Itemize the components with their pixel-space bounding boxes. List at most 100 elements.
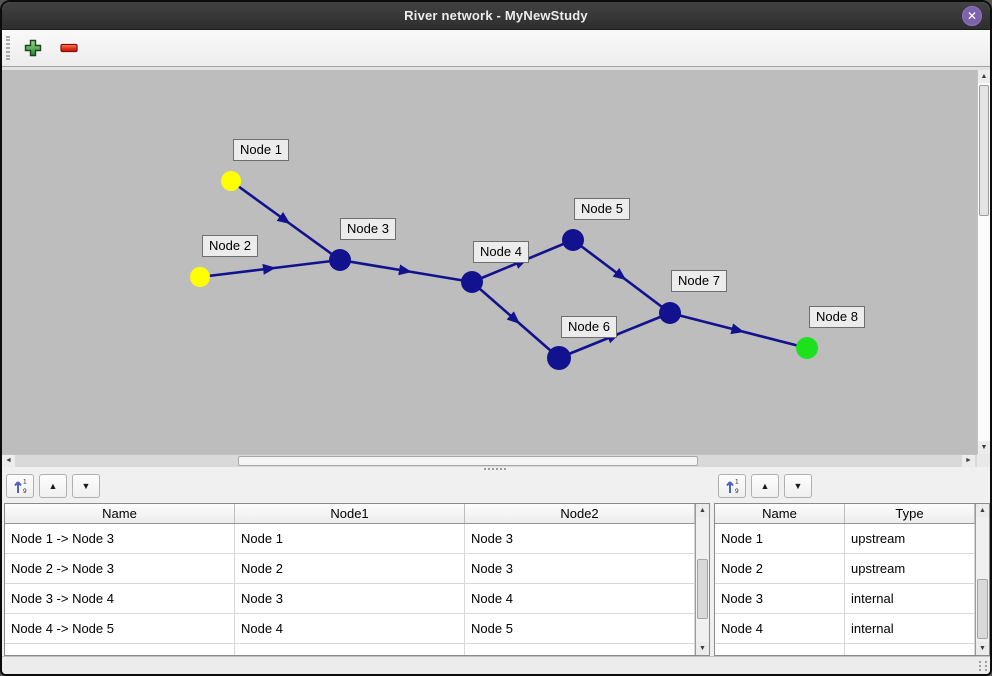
main-toolbar <box>2 30 990 66</box>
close-button[interactable]: ✕ <box>962 6 982 26</box>
remove-node-button[interactable] <box>56 35 82 61</box>
branches-table-scrollbar[interactable]: ▲ ▼ <box>695 504 709 655</box>
canvas-vertical-scrollbar[interactable]: ▲ ▼ <box>977 70 990 454</box>
branches-table-cell[interactable]: Node 3 -> Node 4 <box>5 584 235 613</box>
branches-scrollbar-thumb[interactable] <box>697 559 708 619</box>
node-move-down-button[interactable]: ▼ <box>784 474 812 498</box>
graph-node2[interactable] <box>190 267 210 287</box>
label-node5: Node 5 <box>574 198 630 220</box>
edge-node4-node6[interactable] <box>471 281 560 359</box>
branches-table-cell[interactable] <box>465 644 695 655</box>
scroll-up-arrow-icon[interactable]: ▲ <box>978 70 990 83</box>
horizontal-splitter-handle[interactable] <box>484 468 506 470</box>
branches-table-cell[interactable]: Node 3 <box>235 584 465 613</box>
nodes-table-header-name: Name <box>715 504 845 523</box>
edge-node1-node3[interactable] <box>230 179 341 262</box>
graph-node3[interactable] <box>329 249 351 271</box>
nodes-scrollbar-thumb[interactable] <box>977 579 988 639</box>
graph-node5[interactable] <box>562 229 584 251</box>
branches-table-cell[interactable]: Node 2 <box>235 554 465 583</box>
graph-node1[interactable] <box>221 171 241 191</box>
edge-node7-node8[interactable] <box>669 311 808 350</box>
scroll-down-arrow-icon[interactable]: ▼ <box>696 642 709 655</box>
nodes-table-cell[interactable]: upstream <box>845 524 975 553</box>
branches-table-cell[interactable] <box>235 644 465 655</box>
canvas-vertical-scrollbar-thumb[interactable] <box>979 85 989 216</box>
branch-sort-button[interactable]: 1 9 <box>6 474 34 498</box>
nodes-table-scrollbar[interactable]: ▲ ▼ <box>975 504 989 655</box>
branches-table-cell[interactable]: Node 5 <box>465 614 695 643</box>
branches-table-cell[interactable]: Node 3 <box>465 524 695 553</box>
branches-table-cell[interactable]: Node 1 -> Node 3 <box>5 524 235 553</box>
svg-text:1: 1 <box>735 479 739 486</box>
up-triangle-icon: ▲ <box>48 481 58 491</box>
svg-text:9: 9 <box>23 488 27 494</box>
title-bar[interactable]: River network - MyNewStudy ✕ <box>2 2 990 30</box>
down-triangle-icon: ▼ <box>793 481 803 491</box>
bottom-panel: 1 9 ▲ ▼ 1 9 <box>2 470 990 656</box>
nodes-table-cell[interactable] <box>715 644 845 655</box>
nodes-table-cell[interactable]: internal <box>845 614 975 643</box>
nodes-table-cell[interactable]: Node 4 <box>715 614 845 643</box>
branches-table-cell[interactable]: Node 3 <box>465 554 695 583</box>
branches-table-cell[interactable]: Node 1 <box>235 524 465 553</box>
branch-move-up-button[interactable]: ▲ <box>39 474 67 498</box>
graph-node4[interactable] <box>461 271 483 293</box>
branches-table-cell[interactable] <box>5 644 235 655</box>
red-minus-icon <box>60 43 78 53</box>
scroll-down-arrow-icon[interactable]: ▼ <box>976 642 989 655</box>
scroll-right-arrow-icon[interactable]: ► <box>962 455 975 467</box>
scroll-left-arrow-icon[interactable]: ◄ <box>2 455 15 467</box>
branches-table-cell[interactable]: Node 2 -> Node 3 <box>5 554 235 583</box>
resize-grip[interactable] <box>979 661 987 671</box>
branches-table-cell[interactable]: Node 4 -> Node 5 <box>5 614 235 643</box>
nodes-table-row-partial[interactable] <box>715 644 975 655</box>
branches-table-cell[interactable]: Node 4 <box>465 584 695 613</box>
branches-table-cell[interactable]: Node 4 <box>235 614 465 643</box>
add-node-button[interactable] <box>20 35 46 61</box>
scroll-up-arrow-icon[interactable]: ▲ <box>696 504 709 517</box>
toolbar-separator <box>2 66 990 70</box>
canvas-horizontal-scrollbar-thumb[interactable] <box>238 456 698 466</box>
label-node7: Node 7 <box>671 270 727 292</box>
scroll-down-arrow-icon[interactable]: ▼ <box>978 441 990 454</box>
edge-node2-node3[interactable] <box>199 258 341 279</box>
nodes-table-cell[interactable]: internal <box>845 584 975 613</box>
edge-node3-node4[interactable] <box>339 258 473 284</box>
nodes-table-cell[interactable]: upstream <box>845 554 975 583</box>
label-node1: Node 1 <box>233 139 289 161</box>
branches-table-row-partial[interactable] <box>5 644 695 655</box>
label-node4: Node 4 <box>473 241 529 263</box>
up-triangle-icon: ▲ <box>760 481 770 491</box>
node-move-up-button[interactable]: ▲ <box>751 474 779 498</box>
node-sort-button[interactable]: 1 9 <box>718 474 746 498</box>
nodes-table-cell[interactable]: Node 3 <box>715 584 845 613</box>
nodes-table-cell[interactable]: Node 2 <box>715 554 845 583</box>
graph-node8[interactable] <box>796 337 818 359</box>
label-node3: Node 3 <box>340 218 396 240</box>
edge-node5-node7[interactable] <box>572 238 671 315</box>
nodes-table-cell[interactable]: Node 1 <box>715 524 845 553</box>
graph-node7[interactable] <box>659 302 681 324</box>
river-network-graph <box>190 171 818 370</box>
graph-node6[interactable] <box>547 346 571 370</box>
down-triangle-icon: ▼ <box>81 481 91 491</box>
canvas-horizontal-scrollbar[interactable]: ◄ ► <box>2 454 977 467</box>
toolbar-drag-handle[interactable] <box>6 36 10 60</box>
branch-move-down-button[interactable]: ▼ <box>72 474 100 498</box>
scroll-up-arrow-icon[interactable]: ▲ <box>976 504 989 517</box>
green-plus-icon <box>24 39 42 57</box>
svg-text:1: 1 <box>23 479 27 486</box>
nodes-table-cell[interactable] <box>845 644 975 655</box>
